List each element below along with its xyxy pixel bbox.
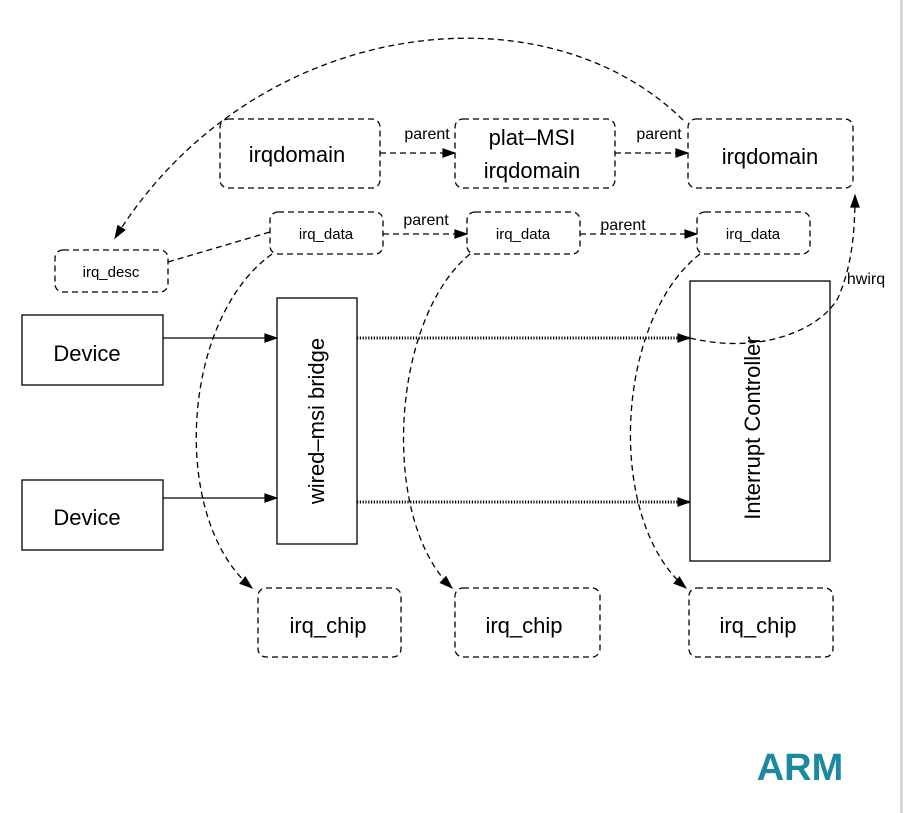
interrupt-controller-label: Interrupt Controller xyxy=(740,336,765,519)
hwirq-label: hwirq xyxy=(847,271,885,288)
wired-msi-bridge-label: wired–msi bridge xyxy=(304,338,329,505)
irq-data-label-2: irq_data xyxy=(496,226,551,243)
hwirq-arc xyxy=(689,193,860,345)
desc-to-data-link xyxy=(167,231,271,263)
irq-chip-box-1 xyxy=(257,587,402,658)
irq-data-label-1: irq_data xyxy=(299,226,354,243)
data-parent-label-2: parent xyxy=(600,217,646,234)
page-edge-rule xyxy=(900,0,903,813)
irq-chip-box-2 xyxy=(454,587,601,658)
irq-data-label-3: irq_data xyxy=(726,226,781,243)
interrupt-controller-box xyxy=(689,280,831,562)
device-label-2: Device xyxy=(53,505,120,530)
irq-chip-box-3 xyxy=(688,587,834,658)
irq-chip-label-2: irq_chip xyxy=(485,613,562,638)
irqdomain-right-label: irqdomain xyxy=(722,144,819,169)
plat-msi-irqdomain-label: irqdomain xyxy=(484,158,581,183)
plat-msi-label: plat–MSI xyxy=(489,125,576,150)
device-box-2 xyxy=(21,479,164,551)
wired-msi-bridge-box xyxy=(276,297,358,545)
domain-parent-label-1: parent xyxy=(404,126,450,143)
arm-logo: ARM xyxy=(757,747,844,789)
data1-to-chip1-curve xyxy=(195,253,273,589)
irq-data-box-1 xyxy=(269,211,384,255)
data2-to-chip2-curve xyxy=(402,253,471,589)
device-label-1: Device xyxy=(53,341,120,366)
domain-parent-label-2: parent xyxy=(636,126,682,143)
domain-to-desc-arc xyxy=(114,37,684,240)
irq-chip-label-3: irq_chip xyxy=(719,613,796,638)
irq-desc-label: irq_desc xyxy=(83,264,140,281)
data3-to-chip3-curve xyxy=(629,253,701,589)
irqdomain-left-label: irqdomain xyxy=(249,142,346,167)
irq-chip-label-1: irq_chip xyxy=(289,613,366,638)
data-parent-label-1: parent xyxy=(403,212,449,229)
irq-desc-box xyxy=(54,249,169,293)
device-box-1 xyxy=(21,314,164,386)
